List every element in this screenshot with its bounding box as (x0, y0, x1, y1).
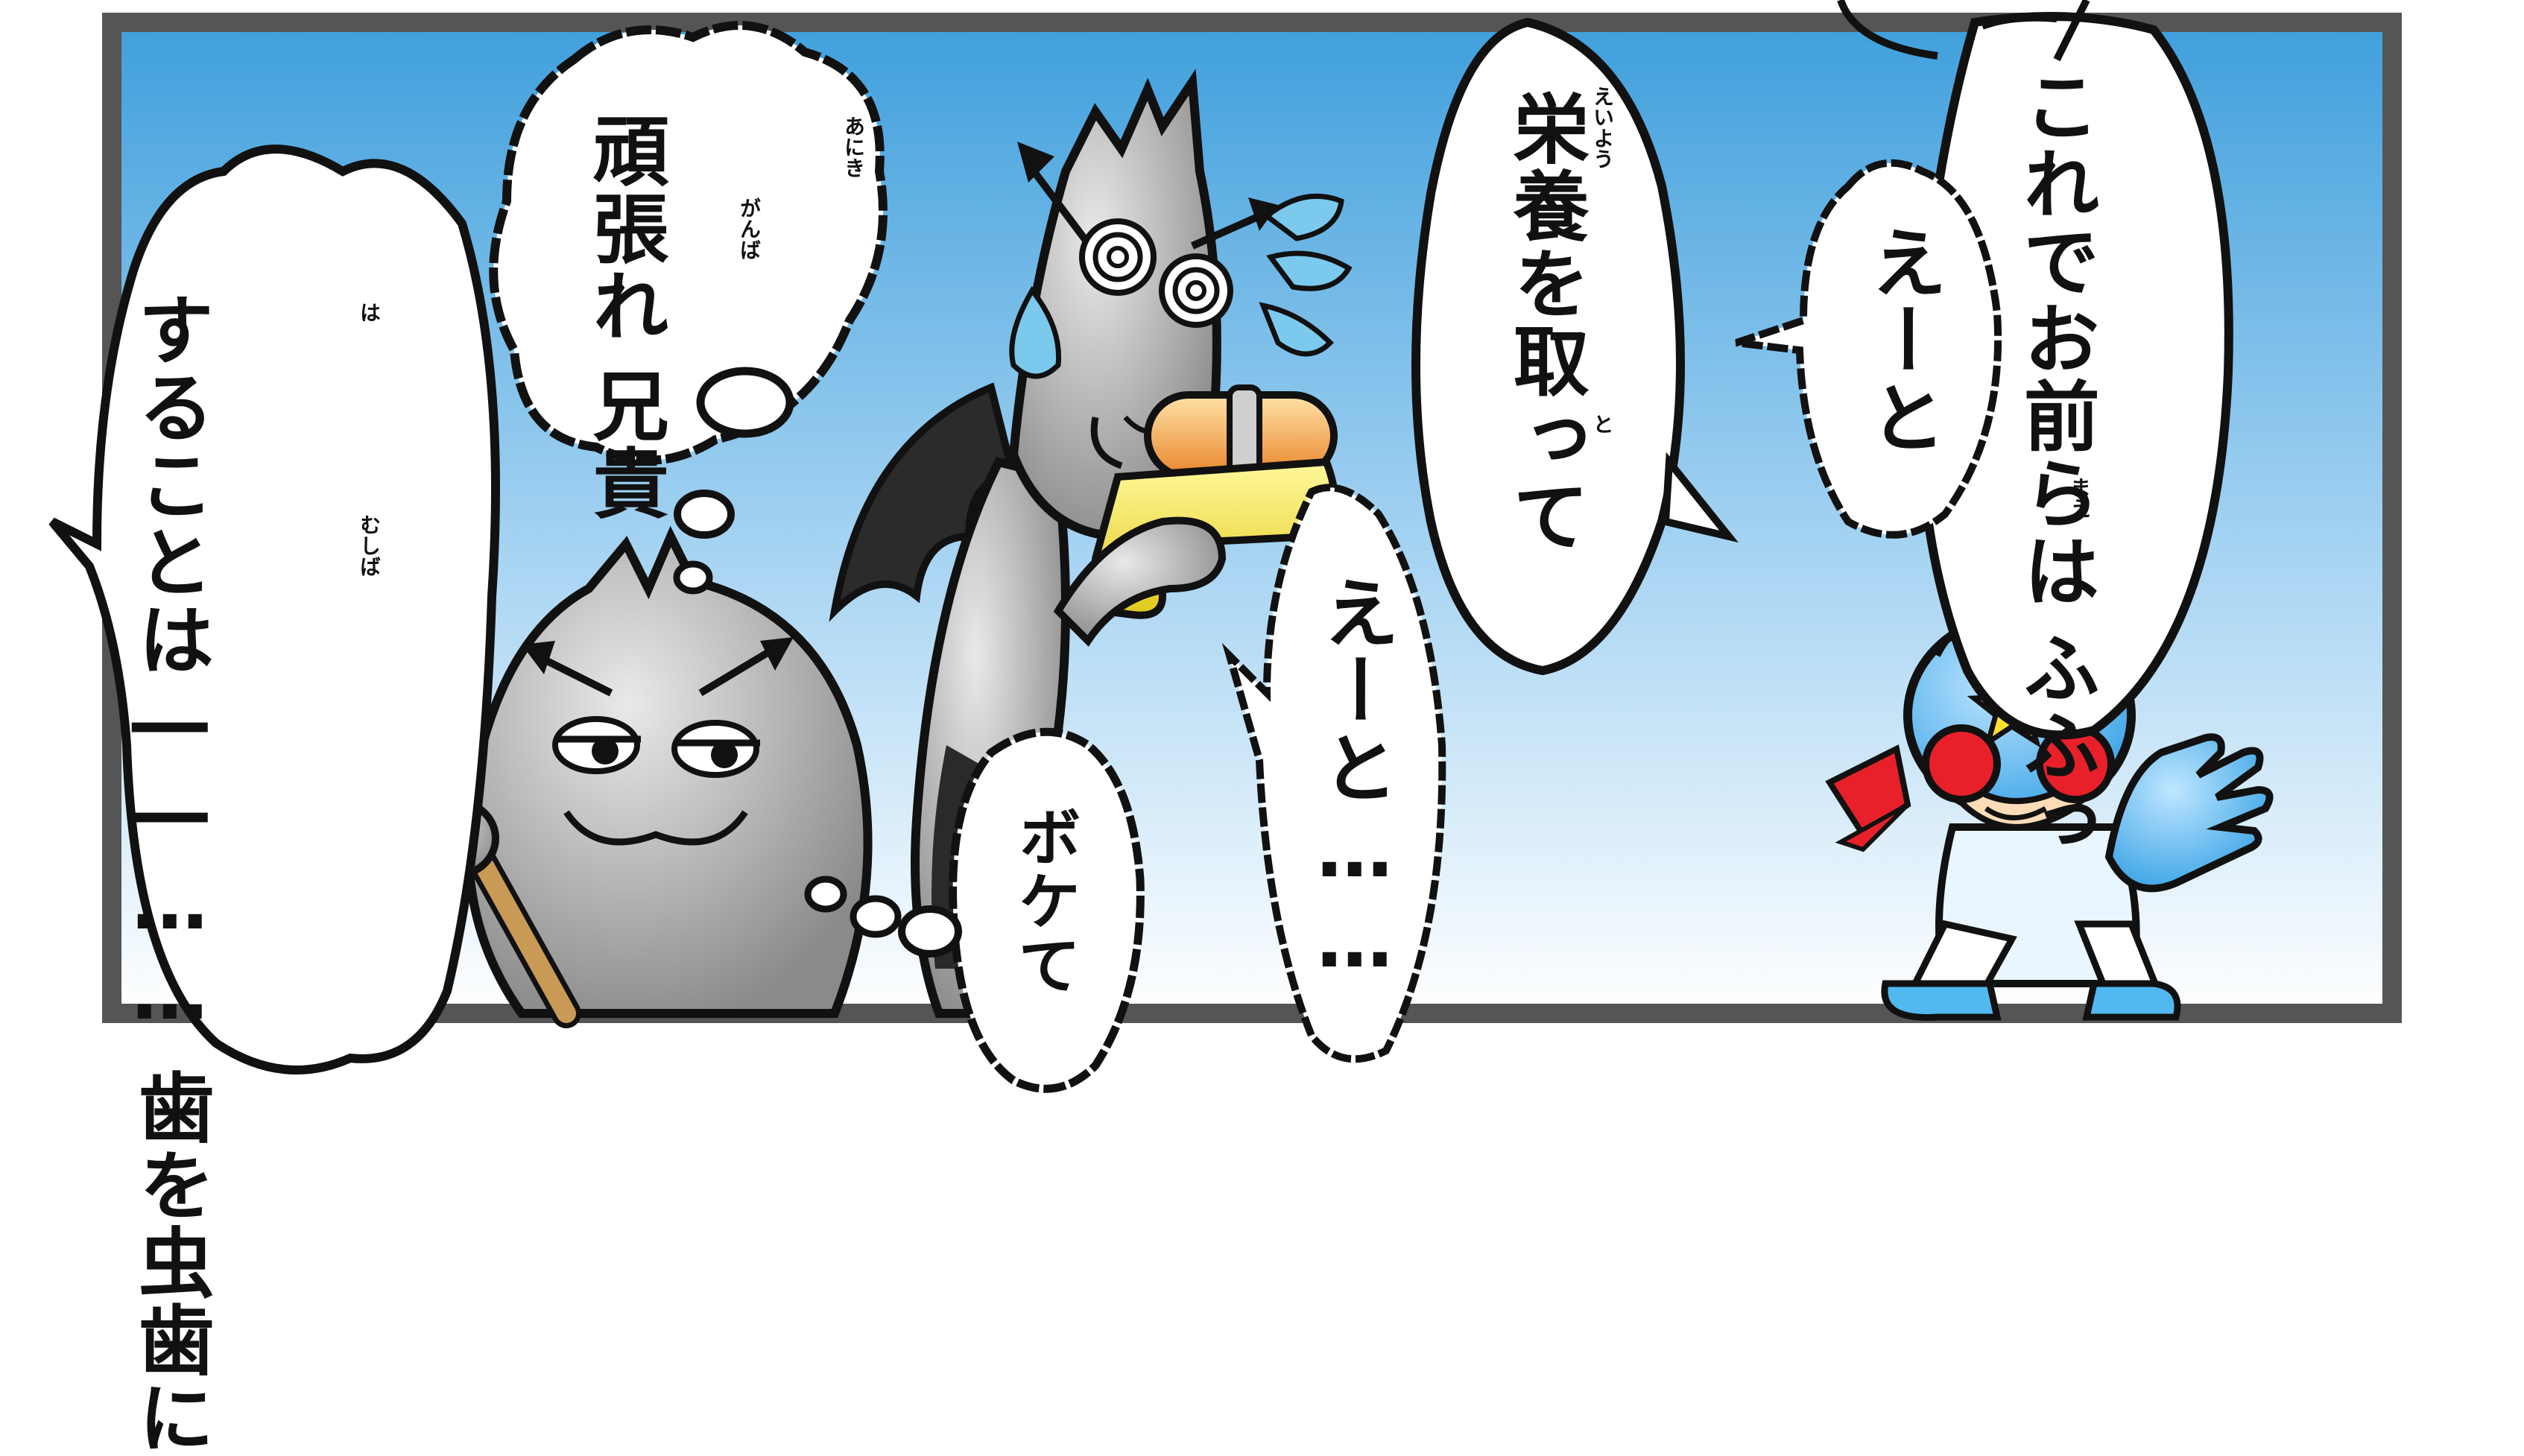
left-speech-line-2: することは――…… (125, 291, 215, 1039)
blob-thought-ruby-2: がんば (737, 197, 762, 260)
devil-thought-text: ボケて (1008, 805, 1082, 997)
manga-panel (48, 0, 2402, 1093)
devil-mumble-bubble (1221, 484, 1446, 1063)
hero-speech-line-1: ふふっ (2011, 629, 2100, 861)
left-speech-ruby-2: むしば (357, 514, 382, 577)
devil-thought-bubble (804, 727, 1145, 1093)
left-speech-bubble (48, 145, 500, 1074)
eeto-text: えーと (1858, 224, 1947, 456)
devil-mumble-text: えーと…… (1310, 574, 1399, 987)
hero-speech-text: ふふっ これでお前らは (2011, 67, 2100, 861)
devil-speech-ruby-2: と (1590, 414, 1615, 434)
left-speech-line-1: 歯を虫歯に (125, 1069, 215, 1456)
left-speech-ruby-1: は (357, 302, 382, 323)
hero-speech-line-2: これでお前らは (2011, 67, 2100, 610)
sweat-drops-icon (1009, 193, 1353, 379)
blob-thought-text: 兄貴 頑張れ (580, 112, 669, 522)
spiral-eyes-icon (1079, 218, 1233, 328)
devil-speech-text: 栄養を取って (1500, 89, 1590, 554)
blob-thought-line-2: 頑張れ (580, 112, 669, 344)
devil-speech-ruby-1: えいよう (1590, 86, 1615, 169)
blob-thought-ruby-1: あにき (841, 115, 866, 178)
blob-character (410, 525, 873, 1028)
left-speech-text: 歯を虫歯に することは――…… (125, 291, 215, 1456)
blob-thought-bubble (489, 21, 888, 595)
devil-speech-bubble (1411, 17, 1739, 676)
eeto-bubble (1735, 159, 2002, 539)
hero-speech-ruby: まえ (2067, 477, 2092, 519)
blob-thought-line-1: 兄貴 (580, 367, 669, 522)
